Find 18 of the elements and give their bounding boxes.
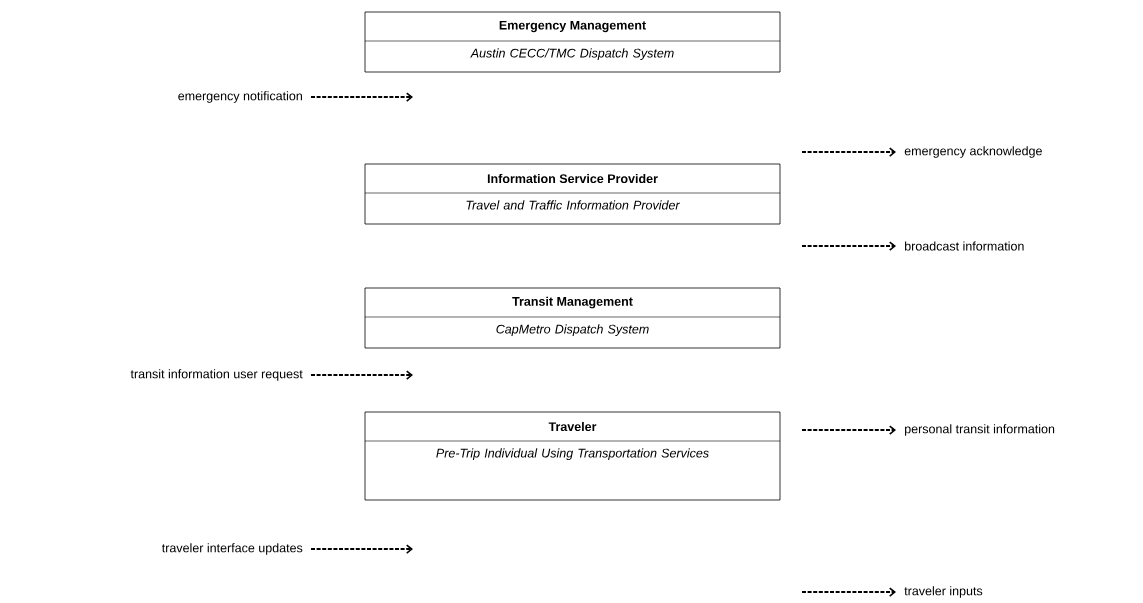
flow-label: broadcast information bbox=[905, 241, 1024, 251]
dashed-arrow bbox=[310, 92, 413, 102]
dashed-arrow bbox=[801, 425, 896, 435]
dashed-arrow bbox=[801, 587, 896, 597]
component-box: Information Service Provider Travel and Traffic Information Provider bbox=[364, 163, 781, 225]
dashed-arrow bbox=[801, 241, 896, 251]
component-box: Traveler Pre-Trip Individual Using Transportation Services bbox=[364, 411, 781, 501]
flow-label: traveler inputs bbox=[904, 586, 983, 598]
dashed-arrow bbox=[310, 544, 413, 554]
flow-label: emergency notification bbox=[178, 91, 302, 103]
dashed-arrow bbox=[801, 147, 896, 157]
component-box: Transit Management CapMetro Dispatch System bbox=[364, 287, 781, 349]
flow-label: personal transit information bbox=[905, 424, 1055, 436]
flow-label: transit information user request bbox=[130, 369, 303, 381]
dashed-arrow bbox=[310, 370, 413, 380]
flow-label: emergency acknowledge bbox=[904, 146, 1042, 158]
component-box: Emergency Management Austin CECC/TMC Dispatch System bbox=[364, 11, 781, 73]
flow-label: traveler interface updates bbox=[161, 543, 303, 555]
